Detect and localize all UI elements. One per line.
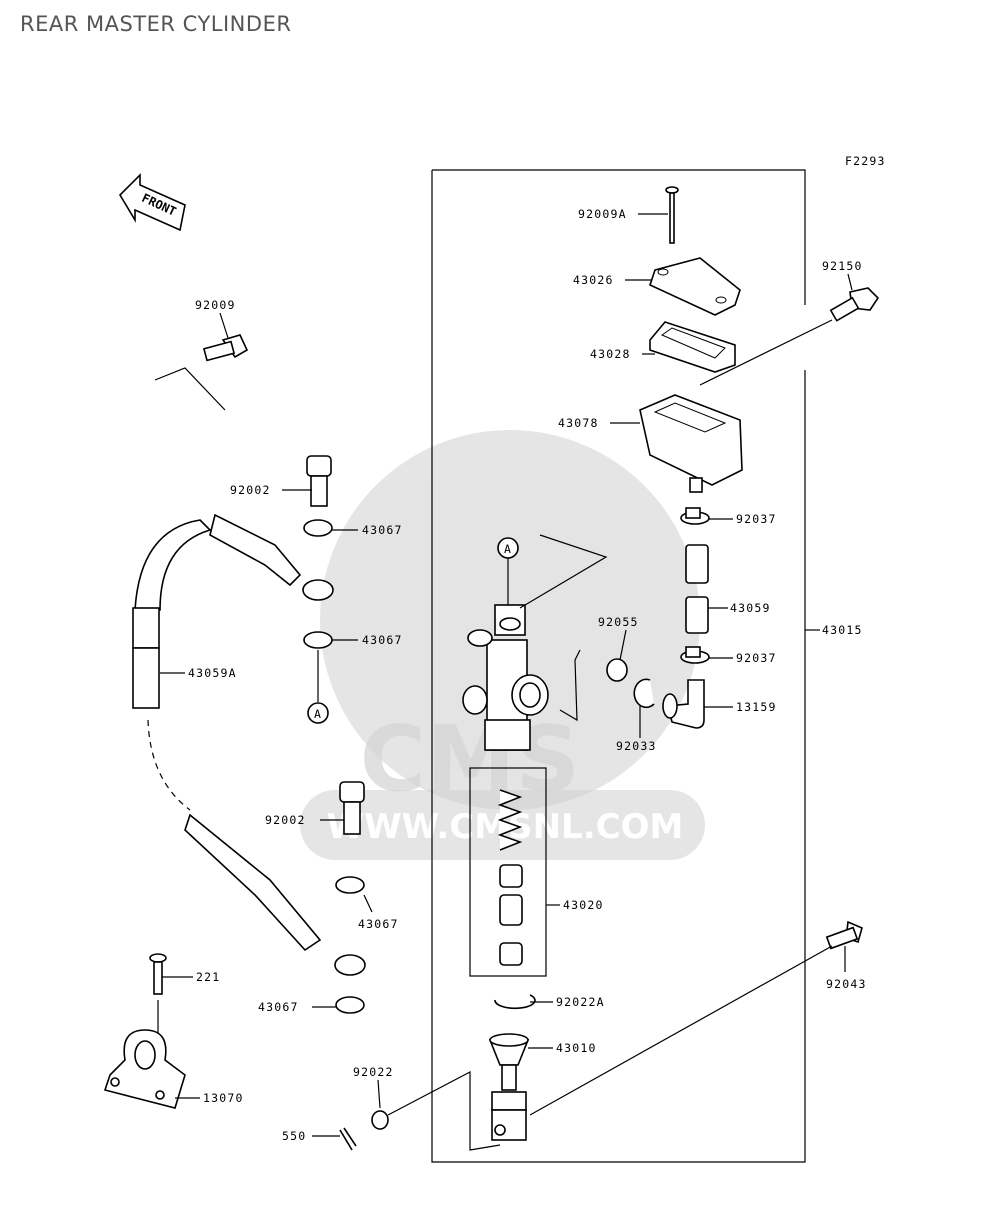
label-92055: 92055 xyxy=(598,615,639,629)
label-43020: 43020 xyxy=(563,898,604,912)
label-13070: 13070 xyxy=(203,1091,244,1105)
cotter-pin-550-icon xyxy=(339,1127,357,1151)
label-92022: 92022 xyxy=(353,1065,394,1079)
label-92037-top: 92037 xyxy=(736,512,777,526)
label-550: 550 xyxy=(282,1129,306,1143)
screw-221-icon xyxy=(149,953,167,995)
label-43067-b: 43067 xyxy=(362,633,403,647)
circlip-92022A-icon xyxy=(494,994,536,1010)
label-43059: 43059 xyxy=(730,601,771,615)
pushrod-43010-icon xyxy=(488,1033,530,1141)
banjo-bolt-92002-top-icon xyxy=(306,455,332,507)
label-92009: 92009 xyxy=(195,298,236,312)
bolt-92009-icon xyxy=(202,334,249,362)
figure-code: F2293 xyxy=(845,154,886,168)
label-92022A: 92022A xyxy=(556,995,605,1009)
washer-43067-a-icon xyxy=(303,519,333,537)
part-labels: 92009A 43026 92150 43028 43078 92009 920… xyxy=(188,207,867,1143)
o-ring-92055-icon xyxy=(606,658,628,682)
label-43067-c: 43067 xyxy=(358,917,399,931)
cylinder-body-icon xyxy=(462,604,549,751)
holder-13070-icon xyxy=(103,1029,186,1109)
washer-43067-c-icon xyxy=(335,876,365,894)
marker-a-upper: A xyxy=(504,542,512,556)
front-arrow-icon: FRONT xyxy=(118,173,186,232)
label-43010: 43010 xyxy=(556,1041,597,1055)
label-92043: 92043 xyxy=(826,977,867,991)
label-43026: 43026 xyxy=(573,273,614,287)
label-43078: 43078 xyxy=(558,416,599,430)
clamp-92037-bottom-icon xyxy=(680,646,710,664)
pin-92043-icon xyxy=(825,920,863,950)
label-92002-top: 92002 xyxy=(230,483,271,497)
hose-43059-icon xyxy=(685,544,709,634)
label-92009A: 92009A xyxy=(578,207,627,221)
label-43028: 43028 xyxy=(590,347,631,361)
piston-kit-box xyxy=(469,767,547,977)
diaphragm-43028-icon xyxy=(649,321,736,373)
washer-43067-b-icon xyxy=(303,631,333,649)
cap-43026-icon xyxy=(649,257,741,316)
washer-43067-d-icon xyxy=(335,996,365,1014)
label-43067-a: 43067 xyxy=(362,523,403,537)
screw-92009A-icon xyxy=(665,186,679,244)
label-13159: 13159 xyxy=(736,700,777,714)
label-92033: 92033 xyxy=(616,739,657,753)
banjo-bolt-92002-lower-icon xyxy=(339,781,365,835)
elbow-13159-icon xyxy=(662,679,705,729)
label-43015: 43015 xyxy=(822,623,863,637)
marker-a-lower: A xyxy=(314,707,322,721)
assembly-bracket xyxy=(431,169,806,1163)
reservoir-43078-icon xyxy=(639,394,743,493)
piston-kit-43020-icon xyxy=(497,789,523,966)
label-43059A: 43059A xyxy=(188,666,237,680)
brake-hose-43059A-icon xyxy=(132,513,366,976)
label-43067-d: 43067 xyxy=(258,1000,299,1014)
washer-92022-icon xyxy=(371,1110,389,1130)
page-title: REAR MASTER CYLINDER xyxy=(20,12,292,36)
label-92150: 92150 xyxy=(822,259,863,273)
bolt-92150-icon xyxy=(829,287,880,322)
leader-lines xyxy=(160,213,853,1137)
circlip-92033-icon xyxy=(633,678,655,709)
label-92002-lower: 92002 xyxy=(265,813,306,827)
label-221: 221 xyxy=(196,970,220,984)
clamp-92037-top-icon xyxy=(680,507,710,525)
label-92037-bottom: 92037 xyxy=(736,651,777,665)
